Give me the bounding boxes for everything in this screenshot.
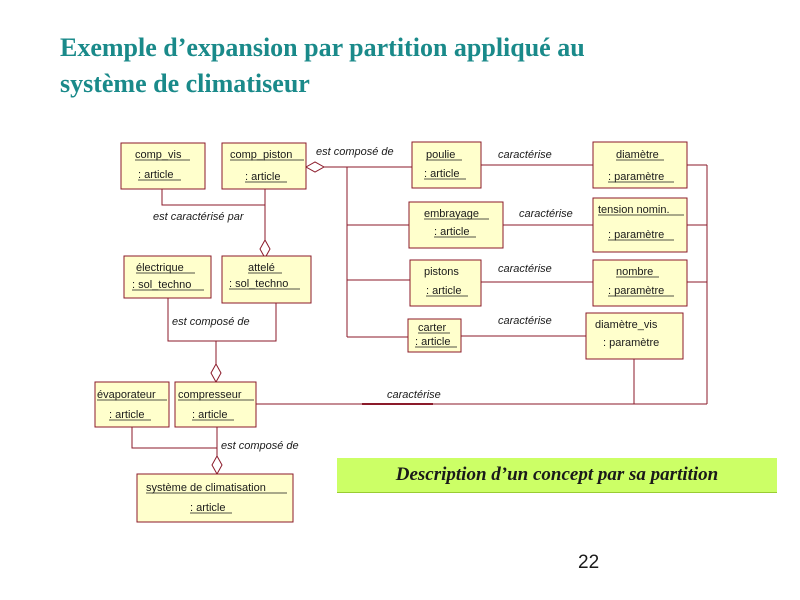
box-diametre-vis-name: diamètre_vis	[595, 319, 658, 331]
label-caracterise-bottom: caractérise	[387, 389, 441, 401]
box-embrayage-name: embrayage	[424, 208, 479, 220]
diamond-systeme	[211, 454, 223, 476]
box-attele[interactable]: attelé : sol_techno	[221, 255, 312, 304]
box-compresseur-type: : article	[192, 409, 227, 421]
box-poulie-type: : article	[424, 168, 459, 180]
box-comp-piston[interactable]: comp_piston : article	[221, 142, 307, 190]
slide-title-line-1: Exemple d’expansion par partition appliq…	[60, 33, 585, 62]
box-tension-nomin-type: : paramètre	[608, 229, 664, 241]
box-tension-nomin[interactable]: tension nomin. : paramètre	[592, 197, 688, 253]
box-embrayage[interactable]: embrayage : article	[408, 201, 504, 249]
box-comp-vis[interactable]: comp_vis : article	[120, 142, 206, 190]
aggregation-diamonds	[210, 161, 326, 476]
label-caracterise-carter: caractérise	[498, 315, 552, 327]
box-carter-type: : article	[415, 336, 450, 348]
box-embrayage-type: : article	[434, 226, 469, 238]
link-labels: est composé de est caractérisé par carac…	[153, 146, 573, 452]
caption-banner: Description d’un concept par sa partitio…	[337, 458, 777, 493]
box-carter[interactable]: carter : article	[407, 318, 462, 353]
box-electrique-type: : sol_techno	[132, 279, 191, 291]
box-nombre-type: : paramètre	[608, 285, 664, 297]
box-systeme-climatisation-name: système de climatisation	[146, 482, 266, 494]
box-attele-type: : sol_techno	[229, 278, 288, 290]
box-compresseur-name: compresseur	[178, 389, 242, 401]
label-compose-top: est composé de	[316, 146, 394, 158]
box-pistons-name: pistons	[424, 266, 459, 278]
box-systeme-climatisation[interactable]: système de climatisation : article	[136, 473, 294, 523]
slide-title: Exemple d’expansion par partition appliq…	[60, 30, 760, 102]
box-electrique[interactable]: électrique : sol_techno	[123, 255, 212, 299]
box-electrique-name: électrique	[136, 262, 184, 274]
label-caracterise-embrayage: caractérise	[519, 208, 573, 220]
label-compose-mid: est composé de	[172, 316, 250, 328]
connector-comp-to-attele	[161, 189, 266, 242]
box-diametre-vis[interactable]: diamètre_vis : paramètre	[585, 312, 684, 360]
box-evaporateur-type: : article	[109, 409, 144, 421]
connectors	[131, 164, 708, 456]
box-diametre-vis-type: : paramètre	[603, 337, 659, 349]
box-comp-vis-name: comp_vis	[135, 149, 182, 161]
diamond-compresseur	[210, 362, 222, 384]
box-poulie-name: poulie	[426, 149, 455, 161]
box-comp-vis-type: : article	[138, 169, 173, 181]
box-diametre-name: diamètre	[616, 149, 659, 161]
diamond-attele	[259, 238, 271, 260]
box-pistons[interactable]: pistons : article	[409, 259, 482, 307]
box-nombre-name: nombre	[616, 266, 653, 278]
box-diametre-type: : paramètre	[608, 171, 664, 183]
connector-parts-to-systeme	[131, 427, 217, 449]
box-comp-piston-type: : article	[245, 171, 280, 183]
box-diametre[interactable]: diamètre : paramètre	[592, 141, 688, 189]
box-carter-name: carter	[418, 322, 446, 334]
connector-solutions-to-compresseur	[167, 298, 277, 342]
box-pistons-type: : article	[426, 285, 461, 297]
label-caracterise-poulie: caractérise	[498, 149, 552, 161]
class-boxes: comp_vis : article comp_piston : article…	[94, 141, 688, 523]
page-number: 22	[578, 552, 600, 573]
box-systeme-climatisation-type: : article	[190, 502, 225, 514]
box-evaporateur-name: évaporateur	[97, 389, 156, 401]
label-compose-bottom: est composé de	[221, 440, 299, 452]
box-attele-name: attelé	[248, 262, 275, 274]
box-nombre[interactable]: nombre : paramètre	[592, 259, 688, 307]
box-compresseur[interactable]: compresseur : article	[174, 381, 257, 428]
box-tension-nomin-name: tension nomin.	[598, 204, 670, 216]
box-evaporateur[interactable]: évaporateur : article	[94, 381, 170, 428]
slide-title-line-2: système de climatiseur	[60, 69, 310, 98]
label-caracterise-pistons: caractérise	[498, 263, 552, 275]
diamond-comp-piston	[304, 161, 326, 173]
label-caracterise-par: est caractérisé par	[153, 211, 245, 223]
box-comp-piston-name: comp_piston	[230, 149, 292, 161]
box-poulie[interactable]: poulie : article	[411, 141, 482, 189]
